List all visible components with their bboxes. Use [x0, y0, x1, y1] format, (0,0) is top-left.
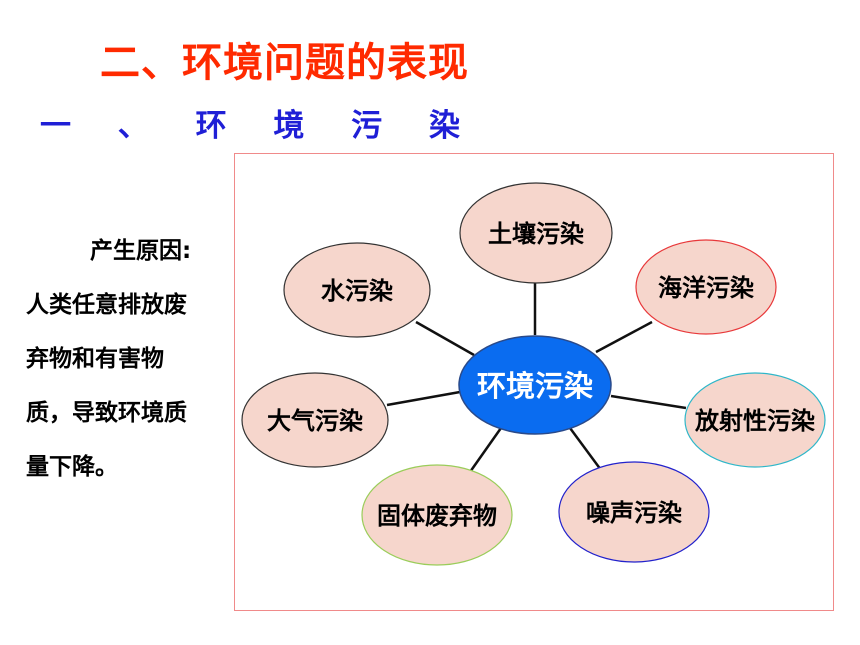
node-ellipse: [241, 372, 389, 468]
cause-label: 产生原因:: [90, 238, 192, 264]
diagram-node: 放射性污染: [684, 372, 826, 468]
node-ellipse: [459, 182, 613, 284]
diagram-node: 大气污染: [241, 372, 389, 468]
node-label: 海洋污染: [658, 274, 754, 302]
node-ellipse: [361, 464, 513, 566]
node-label: 放射性污染: [694, 407, 815, 435]
slide-subtitle: 一 、 环 境 污 染: [40, 108, 478, 144]
connector-line: [568, 427, 603, 471]
diagram-node: 噪声污染: [558, 461, 710, 563]
node-ellipse: [283, 242, 431, 338]
cause-text: 人类任意排放废弃物和有害物质，导致环境质量下降。: [26, 292, 187, 480]
connector-line: [468, 427, 503, 473]
connector-line: [595, 320, 653, 354]
center-ellipse: [458, 335, 612, 435]
node-label: 水污染: [321, 277, 393, 305]
node-ellipse: [684, 372, 826, 468]
node-label: 土壤污染: [488, 220, 584, 248]
node-ellipse: [635, 239, 777, 335]
diagram-frame: [234, 153, 834, 611]
slide-title: 二、环境问题的表现: [100, 40, 469, 86]
diagram-node: 固体废弃物: [361, 464, 513, 566]
node-label: 大气污染: [267, 407, 363, 435]
node-ellipse: [558, 461, 710, 563]
connector-line: [610, 394, 687, 410]
node-label: 固体废弃物: [377, 502, 497, 530]
diagram-node: 土壤污染: [459, 182, 613, 284]
center-label: 环境污染: [477, 369, 593, 403]
cause-block: 产生原因: 人类任意排放废弃物和有害物质，导致环境质量下降。: [26, 224, 226, 494]
node-label: 噪声污染: [586, 499, 682, 527]
connector-line: [415, 320, 475, 357]
connector-line: [386, 390, 461, 407]
diagram-node: 海洋污染: [635, 239, 777, 335]
connectors: [386, 283, 687, 473]
diagram-node: 水污染: [283, 242, 431, 338]
center-node: 环境污染: [458, 335, 612, 435]
